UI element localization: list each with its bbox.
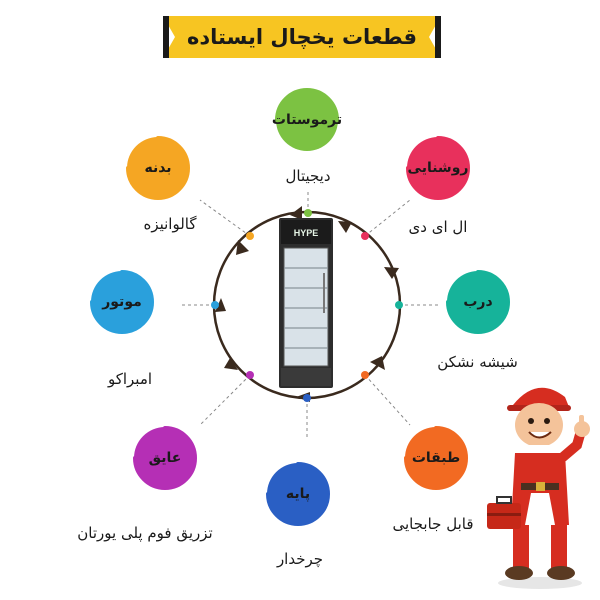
base-value: چرخدار [276,550,324,568]
title-banner: قطعات یخچال ایستاده [163,16,441,58]
insulation-node: عایق [134,427,196,489]
arrow-8 [290,206,302,220]
fridge-image: HYPE [279,218,333,388]
arrow-1 [338,221,352,233]
base-label: پایه [285,486,311,502]
shelves-value: قابل جابجایی [392,515,474,533]
light-value: ال ای دی [408,218,468,236]
arrow-3 [370,356,385,370]
base-node: پایه [267,463,329,525]
arrow-6 [215,298,226,312]
door-label: درب [463,294,493,310]
mechanic-illustration [487,387,590,589]
thermostat-value: دیجیتال [285,167,331,185]
light-label: روشنایی [407,160,469,176]
shelves-label: طبقات [411,450,461,466]
door-node: درب [447,271,509,333]
shelves-node: طبقات [405,427,467,489]
arrow-2 [384,267,399,279]
arrow-5 [224,358,238,370]
body-label: بدنه [144,160,172,176]
fridge-brand: HYPE [294,228,319,238]
door-value: شیشه نشکن [437,353,518,371]
light-node: روشنایی [407,137,469,199]
insulation-value: تزریق فوم پلی یورتان [77,524,213,542]
thermostat-label: ترموستات [271,112,343,128]
motor-value: امبراکو [107,370,153,388]
banner-shape [163,16,441,58]
body-node: بدنه [127,137,189,199]
insulation-label: عایق [148,450,182,466]
arrow-7 [236,240,249,255]
motor-node: موتور [91,271,153,333]
body-value: گالوانیزه [143,215,197,233]
page-title: قطعات یخچال ایستاده [186,25,417,49]
motor-label: موتور [102,294,142,310]
thermostat-node: ترموستات [272,89,342,151]
